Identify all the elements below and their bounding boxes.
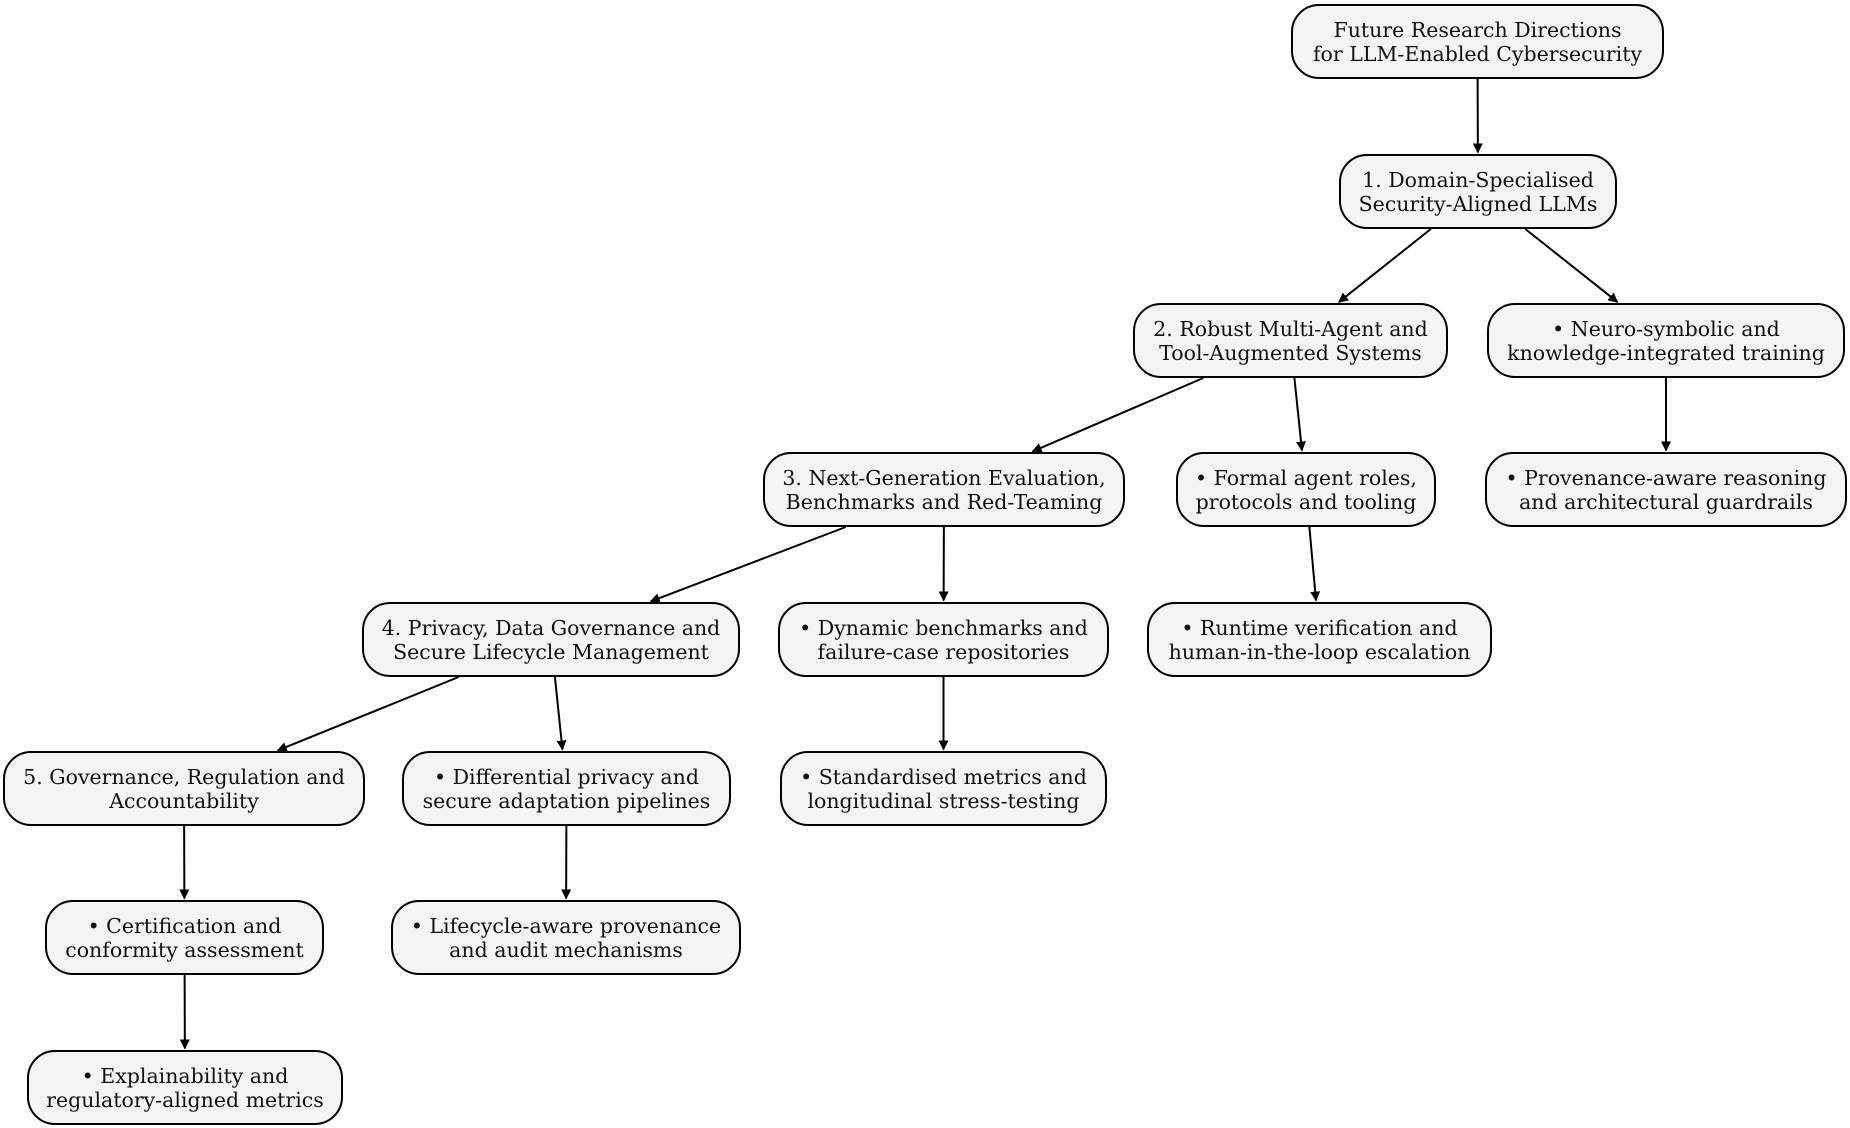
node-label: • Differential privacy and secure adapta…	[423, 765, 711, 813]
node-label: • Formal agent roles, protocols and tool…	[1195, 466, 1417, 514]
node-privacy-data-governance: 4. Privacy, Data Governance and Secure L…	[362, 602, 740, 677]
node-label-line: 4. Privacy, Data Governance and	[381, 615, 721, 640]
node-label-line: and architectural guardrails	[1519, 489, 1813, 514]
edge-d3-to-d4	[649, 526, 847, 603]
node-label: 5. Governance, Regulation and Accountabi…	[23, 765, 345, 813]
node-provenance-aware-reasoning: • Provenance-aware reasoning and archite…	[1485, 452, 1847, 527]
node-label-line: • Formal agent roles,	[1195, 465, 1417, 490]
edge-d2a-to-d2b	[1308, 526, 1321, 602]
node-runtime-verification: • Runtime verification and human-in-the-…	[1147, 602, 1492, 677]
node-label-line: Future Research Directions	[1333, 17, 1622, 42]
node-label-line: Accountability	[109, 788, 259, 813]
node-label: • Standardised metrics and longitudinal …	[800, 765, 1087, 813]
node-label-line: • Dynamic benchmarks and	[799, 615, 1088, 640]
node-label-line: • Runtime verification and	[1181, 615, 1458, 640]
node-label-line: human-in-the-loop escalation	[1168, 639, 1471, 664]
node-label: • Certification and conformity assessmen…	[65, 914, 304, 962]
edge-d1-to-d1a	[1524, 228, 1619, 303]
node-robust-multi-agent-systems: 2. Robust Multi-Agent and Tool-Augmented…	[1133, 303, 1448, 378]
node-label-line: regulatory-aligned metrics	[46, 1087, 324, 1112]
edge-d4-to-d5	[276, 676, 460, 752]
node-label: • Lifecycle-aware provenance and audit m…	[411, 914, 721, 962]
node-label-line: conformity assessment	[65, 937, 304, 962]
node-label: • Dynamic benchmarks and failure-case re…	[799, 616, 1088, 664]
edge-d1-to-d2	[1338, 228, 1432, 303]
node-label: • Provenance-aware reasoning and archite…	[1506, 466, 1827, 514]
node-certification-conformity: • Certification and conformity assessmen…	[45, 900, 324, 975]
node-lifecycle-aware-provenance: • Lifecycle-aware provenance and audit m…	[391, 900, 741, 975]
edge-d2-to-d3	[1031, 377, 1204, 453]
node-formal-agent-roles: • Formal agent roles, protocols and tool…	[1176, 452, 1436, 527]
node-label-line: longitudinal stress-testing	[807, 788, 1080, 813]
node-label: 3. Next-Generation Evaluation, Benchmark…	[782, 466, 1105, 514]
node-label-line: for LLM-Enabled Cybersecurity	[1312, 41, 1643, 66]
node-label-line: • Standardised metrics and	[800, 764, 1087, 789]
node-label-line: • Differential privacy and	[434, 764, 699, 789]
node-label-line: Tool-Augmented Systems	[1159, 340, 1422, 365]
node-label: Future Research Directions for LLM-Enabl…	[1313, 18, 1642, 66]
node-label: 4. Privacy, Data Governance and Secure L…	[382, 616, 721, 664]
node-label-line: Benchmarks and Red-Teaming	[785, 489, 1103, 514]
node-governance-regulation: 5. Governance, Regulation and Accountabi…	[3, 751, 365, 826]
node-label: 1. Domain-Specialised Security-Aligned L…	[1359, 168, 1598, 216]
node-domain-specialised-llms: 1. Domain-Specialised Security-Aligned L…	[1339, 154, 1617, 229]
node-label: 2. Robust Multi-Agent and Tool-Augmented…	[1153, 317, 1428, 365]
node-label-line: • Lifecycle-aware provenance	[410, 913, 722, 938]
node-standardised-metrics: • Standardised metrics and longitudinal …	[780, 751, 1107, 826]
node-label-line: Secure Lifecycle Management	[393, 639, 709, 664]
node-dynamic-benchmarks: • Dynamic benchmarks and failure-case re…	[778, 602, 1109, 677]
node-label-line: 3. Next-Generation Evaluation,	[782, 465, 1106, 490]
node-label-line: • Neuro-symbolic and	[1552, 316, 1780, 341]
node-explainability-metrics: • Explainability and regulatory-aligned …	[27, 1050, 343, 1125]
node-label-line: Security-Aligned LLMs	[1358, 191, 1598, 216]
node-label-line: failure-case repositories	[817, 639, 1070, 664]
node-label: • Neuro-symbolic and knowledge-integrate…	[1507, 317, 1825, 365]
node-label: • Explainability and regulatory-aligned …	[46, 1064, 324, 1112]
node-differential-privacy: • Differential privacy and secure adapta…	[402, 751, 731, 826]
node-label-line: 2. Robust Multi-Agent and	[1153, 316, 1428, 341]
edge-d4-to-d4a	[553, 676, 567, 751]
node-label-line: and audit mechanisms	[449, 937, 683, 962]
node-root-future-research-directions: Future Research Directions for LLM-Enabl…	[1291, 4, 1664, 79]
edge-d2-to-d2a	[1293, 377, 1306, 452]
node-label-line: • Provenance-aware reasoning	[1505, 465, 1827, 490]
node-label-line: protocols and tooling	[1195, 489, 1417, 514]
node-label-line: • Explainability and	[81, 1063, 289, 1088]
node-neuro-symbolic-training: • Neuro-symbolic and knowledge-integrate…	[1487, 303, 1845, 378]
node-label-line: 1. Domain-Specialised	[1362, 167, 1594, 192]
node-label-line: secure adaptation pipelines	[422, 788, 711, 813]
node-label-line: 5. Governance, Regulation and	[23, 764, 345, 789]
node-label: • Runtime verification and human-in-the-…	[1169, 616, 1471, 664]
node-next-generation-evaluation: 3. Next-Generation Evaluation, Benchmark…	[763, 452, 1125, 527]
node-label-line: • Certification and	[87, 913, 282, 938]
node-label-line: knowledge-integrated training	[1507, 340, 1825, 365]
